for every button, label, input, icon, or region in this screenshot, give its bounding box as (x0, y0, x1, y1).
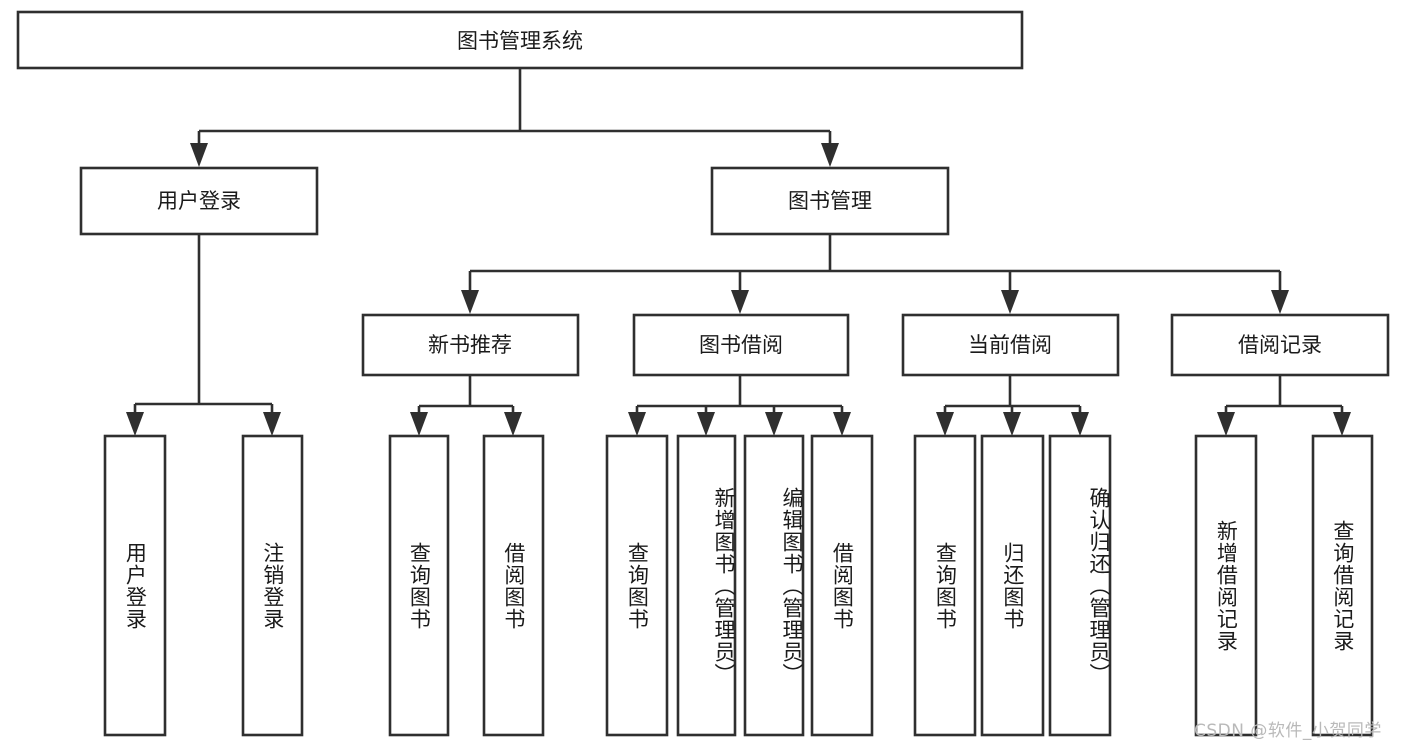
leaf-confirm-return[interactable] (1048, 434, 1112, 737)
node-root-label: 图书管理系统 (457, 29, 583, 53)
node-book-manage[interactable]: 图书管理 (710, 166, 950, 236)
connector-userlogin-to-leaves (126, 234, 281, 436)
leaf-query-book-1[interactable] (388, 434, 450, 737)
leaf-return-book[interactable] (980, 434, 1045, 737)
node-book-borrow-label: 图书借阅 (699, 333, 783, 357)
leaf-borrow-book-1[interactable] (482, 434, 545, 737)
leaf-query-record[interactable] (1311, 434, 1374, 737)
connector-borrowrecord-to-leaves (1217, 375, 1351, 436)
connector-currentborrow-to-leaves (936, 375, 1089, 436)
node-user-login-label: 用户登录 (157, 189, 241, 213)
node-root[interactable]: 图书管理系统 (16, 10, 1024, 70)
node-new-book-recommend-label: 新书推荐 (428, 333, 512, 357)
leaf-edit-book[interactable] (743, 434, 805, 737)
connector-root-to-level2 (190, 68, 839, 167)
leaf-user-login[interactable] (103, 434, 167, 737)
node-borrow-record[interactable]: 借阅记录 (1170, 313, 1390, 377)
leaf-add-book[interactable] (676, 434, 737, 737)
node-current-borrow[interactable]: 当前借阅 (901, 313, 1120, 377)
node-new-book-recommend[interactable]: 新书推荐 (361, 313, 580, 377)
leaf-add-record[interactable] (1194, 434, 1258, 737)
connector-bookmanage-to-level3 (461, 234, 1289, 314)
node-book-manage-label: 图书管理 (788, 189, 872, 213)
leaf-borrow-book-2[interactable] (810, 434, 874, 737)
node-current-borrow-label: 当前借阅 (968, 333, 1052, 357)
leaf-query-book-2[interactable] (605, 434, 669, 737)
csdn-watermark: CSDN @软件_小贺同学 (1194, 721, 1382, 741)
node-borrow-record-label: 借阅记录 (1238, 333, 1322, 357)
leaf-query-book-3[interactable] (913, 434, 977, 737)
connector-bookborrow-to-leaves (628, 375, 851, 436)
connector-newbook-to-leaves (410, 375, 522, 436)
node-user-login[interactable]: 用户登录 (79, 166, 319, 236)
node-book-borrow[interactable]: 图书借阅 (632, 313, 850, 377)
leaf-logout[interactable] (241, 434, 304, 737)
